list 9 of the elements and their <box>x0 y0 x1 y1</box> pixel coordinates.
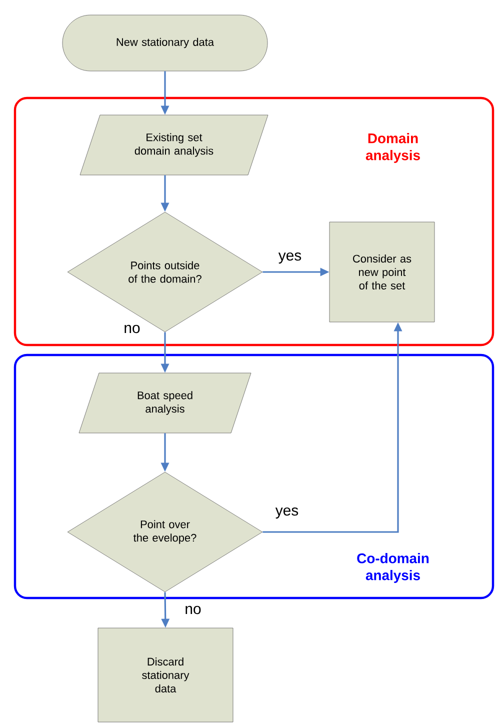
data-parallelogram: Boat speed analysis <box>78 372 252 434</box>
data-parallelogram: Existing set domain analysis <box>80 114 268 176</box>
edge-label: no <box>122 323 142 335</box>
edge-label: no <box>183 604 203 616</box>
process-box: Consider as new point of the set <box>329 222 435 322</box>
terminal-box: New stationary data <box>62 14 268 72</box>
edge-label: yes <box>274 506 300 520</box>
process-box: Discard stationary data <box>98 628 234 722</box>
edge-label: yes <box>276 250 304 266</box>
